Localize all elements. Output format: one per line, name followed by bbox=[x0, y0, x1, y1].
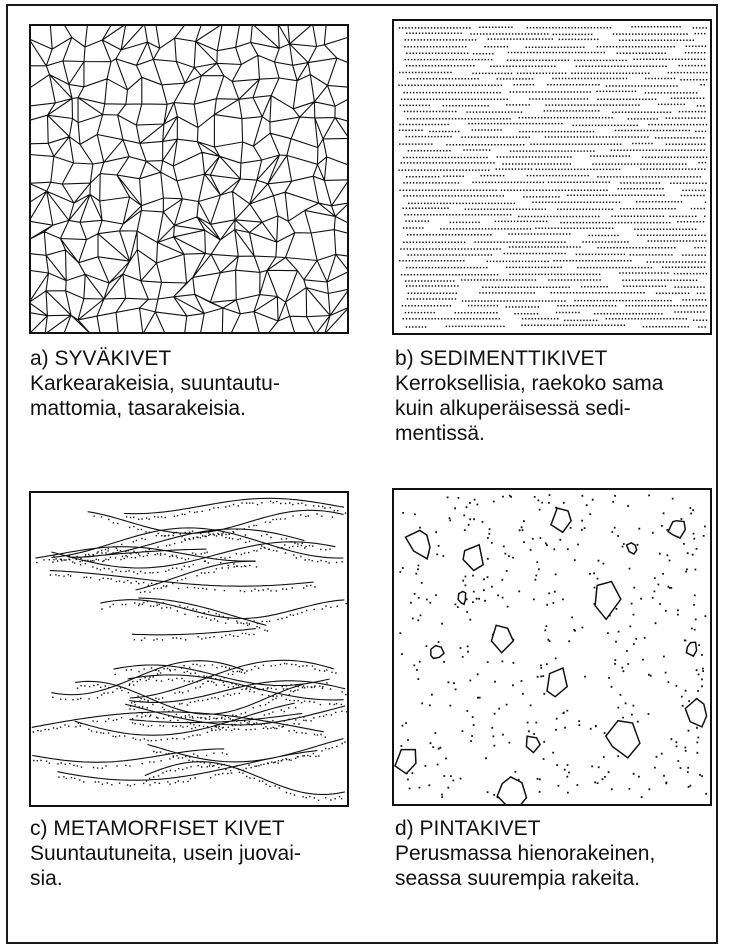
panel-d-caption: d) PINTAKIVET Perusmassa hienorakeinen, … bbox=[395, 816, 655, 891]
panel-a-illustration bbox=[29, 24, 349, 334]
panel-a-line-1: Karkearakeisia, suuntautu- bbox=[30, 371, 280, 396]
groundmass-dots bbox=[399, 495, 707, 797]
metamorphic-texture-drawing bbox=[29, 491, 349, 807]
panel-d-line-2: seassa suurempia rakeita. bbox=[395, 866, 655, 891]
panel-c-illustration bbox=[29, 491, 349, 807]
band-dots bbox=[33, 501, 348, 800]
panel-a-title: a) SYVÄKIVET bbox=[30, 346, 280, 371]
panel-b-title: b) SEDIMENTTIKIVET bbox=[395, 346, 663, 371]
panel-b-caption: b) SEDIMENTTIKIVET Kerroksellisia, raeko… bbox=[395, 346, 663, 446]
volcanic-texture-drawing bbox=[392, 488, 712, 806]
sediment-layers bbox=[398, 27, 707, 327]
sediment-texture-drawing bbox=[392, 19, 712, 335]
panel-b-line-3: mentissä. bbox=[395, 421, 663, 446]
panel-c-title: c) METAMORFISET KIVET bbox=[30, 816, 301, 841]
panel-c-caption: c) METAMORFISET KIVET Suuntautuneita, us… bbox=[30, 816, 301, 891]
panel-d-illustration bbox=[392, 488, 712, 806]
panel-c-line-2: sia. bbox=[30, 866, 301, 891]
panel-a-line-2: mattomia, tasarakeisia. bbox=[30, 396, 280, 421]
panel-d-line-1: Perusmassa hienorakeinen, bbox=[395, 841, 655, 866]
foliation-bands bbox=[32, 498, 345, 794]
phenocrysts bbox=[395, 508, 707, 806]
panel-d-title: d) PINTAKIVET bbox=[395, 816, 655, 841]
panel-a-caption: a) SYVÄKIVET Karkearakeisia, suuntautu- … bbox=[30, 346, 280, 421]
granite-texture-drawing bbox=[29, 24, 349, 334]
panel-c-line-1: Suuntautuneita, usein juovai- bbox=[30, 841, 301, 866]
grain-network bbox=[29, 24, 349, 334]
panel-b-line-2: kuin alkuperäisessä sedi- bbox=[395, 396, 663, 421]
panel-b-illustration bbox=[392, 19, 712, 335]
panel-b-line-1: Kerroksellisia, raekoko sama bbox=[395, 371, 663, 396]
